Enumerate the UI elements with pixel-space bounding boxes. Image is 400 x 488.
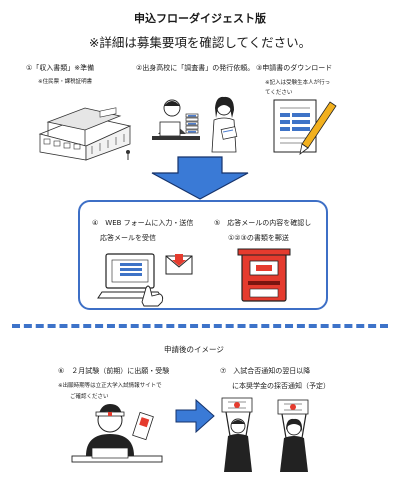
building-icon — [38, 107, 132, 161]
step-6-label: ⑥ ２月試験（前期）に出願・受験 — [58, 367, 170, 375]
celebrating-students-icon — [221, 397, 309, 472]
step-1-note: ※住民票・課税証明書 — [38, 79, 93, 85]
step-6-note-line-1: ※出願時期等は立正大学入試情報サイトで — [58, 383, 162, 389]
online-submission-frame — [78, 200, 328, 310]
step-5-label-line-1: ⑤ 応答メールの内容を確認し — [214, 219, 312, 227]
step-5-label-line-2: ①②③の書類を郵送 — [228, 234, 289, 242]
laptop-form-icon — [97, 253, 164, 307]
page-title: 申込フローダイジェスト版 — [134, 12, 266, 25]
document-pen-icon — [273, 99, 337, 155]
post-box-icon — [237, 248, 291, 302]
step-3-label: ③申請書のダウンロード — [256, 64, 333, 72]
step-3-note-line-2: てください — [265, 90, 293, 96]
step-6-note-line-2: ご確認ください — [70, 394, 109, 400]
step-7-label-line-1: ⑦ 入試合否通知の翌日以降 — [220, 367, 311, 375]
student-test-icon — [71, 404, 163, 463]
step-4-label-line-1: ④ WEB フォームに入力・送信 — [92, 219, 194, 227]
step-3-note-line-1: ※記入は受験生本人が行っ — [265, 80, 331, 86]
step-2-label: ②出身高校に「調査書」の発行依頼。 — [136, 64, 255, 72]
step-4-label-line-2: 応答メールを受信 — [100, 234, 156, 242]
section-divider — [12, 324, 388, 328]
after-heading: 申請後のイメージ — [164, 345, 224, 354]
envelope-icon — [165, 254, 193, 275]
step-7-label-line-2: に本奨学金の採否通知（予定） — [232, 382, 330, 390]
step-1-label: ①「収入書類」※準備 — [26, 64, 95, 72]
down-arrow-icon — [151, 156, 249, 200]
page-subtitle: ※詳細は募集要項を確認してください。 — [88, 35, 312, 50]
desk-teacher-icon — [152, 96, 238, 153]
right-arrow-icon — [175, 398, 215, 434]
